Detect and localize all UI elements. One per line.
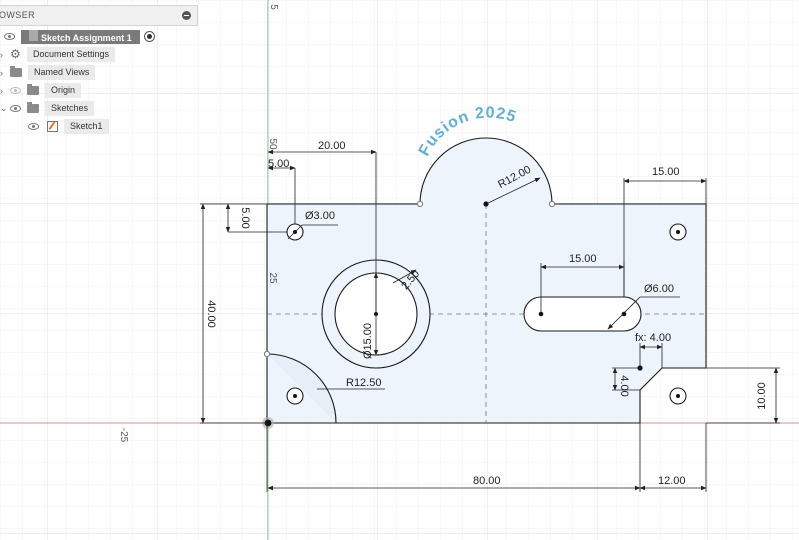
dim-80[interactable]: 80.00: [473, 475, 501, 487]
gear-icon: ⚙: [10, 47, 21, 61]
sketch-icon: [47, 121, 58, 132]
axis-label-50: 50: [267, 138, 278, 150]
dim-4-small[interactable]: 4.00: [618, 375, 630, 396]
activate-radio-icon[interactable]: [143, 31, 155, 42]
top-arc[interactable]: [419, 137, 553, 205]
dim-10[interactable]: 10.00: [756, 382, 768, 410]
dim-40[interactable]: 40.00: [205, 300, 217, 328]
visibility-eye-icon[interactable]: [28, 123, 39, 130]
dim-12[interactable]: 12.00: [658, 475, 686, 487]
hole-small-bottom-right[interactable]: [669, 387, 687, 405]
tree-item-sketch1[interactable]: Sketch1: [28, 119, 109, 134]
dim-20[interactable]: 20.00: [318, 140, 346, 152]
dim-dia3[interactable]: Ø3.00: [305, 210, 335, 222]
dim-5-side[interactable]: 5.00: [239, 207, 251, 228]
expand-chevron-icon[interactable]: ›: [0, 49, 3, 60]
visibility-eye-icon[interactable]: [10, 105, 21, 112]
dimension-lines: [200, 149, 780, 492]
axis-label-neg25: -25: [118, 428, 129, 443]
tree-item-label: Document Settings: [27, 47, 116, 62]
document-icon: [29, 29, 38, 41]
dim-dia6[interactable]: Ø6.00: [644, 283, 674, 295]
corner-arc-point[interactable]: [263, 350, 271, 358]
corner-arc[interactable]: [266, 353, 337, 424]
collapse-icon[interactable]: [182, 11, 191, 20]
expand-chevron-icon[interactable]: ›: [0, 67, 3, 78]
tree-item-document[interactable]: Sketch Assignment 1: [4, 29, 155, 44]
dim-5-top[interactable]: 5.00: [268, 158, 289, 170]
dimension-texts: 5.00 20.00 5.00 Ø3.00 40.00 R12.00 15.00…: [205, 140, 768, 487]
axis-label-25: 25: [267, 272, 278, 284]
tree-item-label: Origin: [45, 83, 82, 98]
origin-point[interactable]: [264, 419, 272, 427]
expand-chevron-icon[interactable]: ›: [0, 85, 3, 96]
dim-fx4[interactable]: fx: 4.00: [635, 332, 671, 344]
collapse-chevron-icon[interactable]: ⌄: [0, 103, 8, 113]
tree-item-document-settings[interactable]: › ⚙ Document Settings: [0, 47, 116, 62]
hole-small-bottom-left[interactable]: [286, 387, 304, 405]
arc-end-point[interactable]: [548, 200, 556, 208]
folder-icon: [27, 84, 39, 95]
visibility-eye-icon[interactable]: [4, 33, 15, 40]
hole-small-top-right[interactable]: [669, 223, 687, 241]
dim-15-slot[interactable]: 15.00: [569, 253, 597, 265]
tree-item-label: Sketches: [45, 101, 95, 116]
tree-item-label: Sketch Assignment 1: [41, 32, 132, 43]
slot[interactable]: [523, 296, 642, 332]
tree-item-sketches[interactable]: ⌄ Sketches: [0, 101, 95, 116]
tree-item-label: Sketch1: [64, 119, 109, 134]
axis-labels: 5 50 25 -25: [118, 4, 279, 442]
folder-icon: [10, 66, 22, 77]
arc-end-point[interactable]: [416, 200, 424, 208]
browser-title: OWSER: [0, 10, 36, 20]
folder-icon: [27, 102, 39, 113]
visibility-eye-icon[interactable]: [10, 87, 21, 94]
browser-header: OWSER: [0, 5, 198, 26]
document-label-box[interactable]: Sketch Assignment 1: [21, 29, 140, 44]
axis-label-5: 5: [268, 4, 279, 10]
dim-dia15[interactable]: Ø15.00: [362, 323, 374, 359]
tree-item-label: Named Views: [28, 65, 96, 80]
tree-item-origin[interactable]: › Origin: [0, 83, 82, 98]
tree-item-named-views[interactable]: › Named Views: [0, 65, 96, 80]
dim-15-top[interactable]: 15.00: [652, 166, 680, 178]
dim-r12-5[interactable]: R12.50: [346, 377, 381, 389]
